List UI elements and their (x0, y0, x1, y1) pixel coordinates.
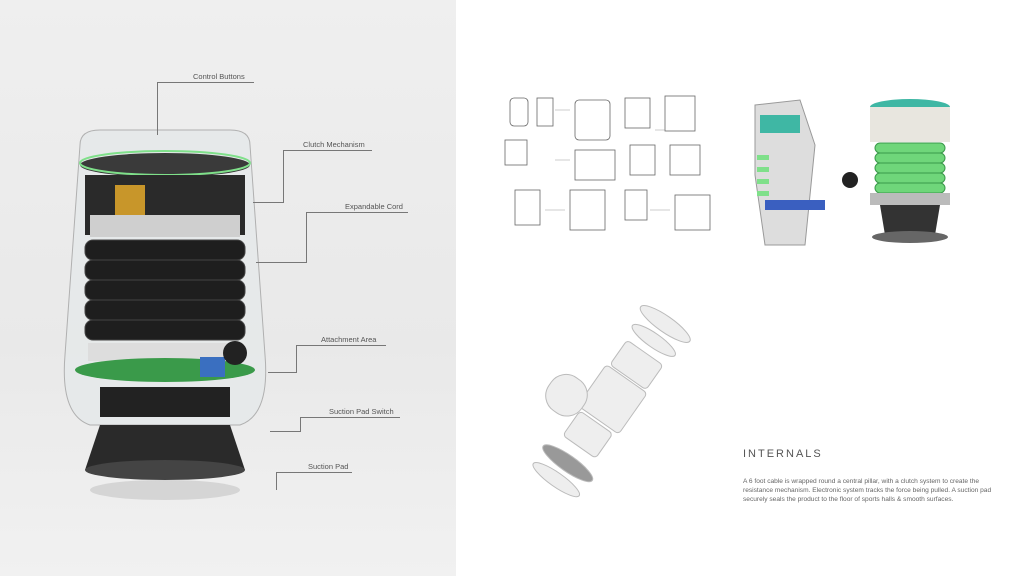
leader-line (283, 150, 284, 202)
leader-line (157, 82, 158, 135)
leader-line (283, 150, 372, 151)
leader-line (296, 345, 386, 346)
leader-line (276, 472, 352, 473)
section-description: A 6 foot cable is wrapped round a centra… (743, 478, 992, 503)
product-cutaway-render (63, 129, 267, 500)
callout-attachment-area: Attachment Area (321, 335, 377, 344)
callout-expandable-cord: Expandable Cord (345, 202, 403, 211)
exploded-view-render (532, 305, 691, 498)
callout-control-buttons: Control Buttons (193, 72, 245, 81)
concept-sketches (504, 95, 711, 231)
leader-line (300, 417, 400, 418)
leader-line (306, 212, 307, 262)
callout-clutch-mechanism: Clutch Mechanism (303, 140, 365, 149)
callout-suction-pad: Suction Pad (308, 462, 349, 471)
leader-line (253, 202, 284, 203)
leader-line (157, 82, 254, 83)
cutaway-render-green (754, 99, 950, 246)
leader-line (296, 345, 297, 372)
leader-line (306, 212, 408, 213)
leader-line (276, 472, 277, 490)
section-title: INTERNALS (743, 448, 823, 460)
leader-line (256, 262, 307, 263)
leader-line (300, 417, 301, 431)
callout-suction-pad-switch: Suction Pad Switch (329, 407, 394, 416)
leader-line (270, 431, 301, 432)
leader-line (268, 372, 297, 373)
